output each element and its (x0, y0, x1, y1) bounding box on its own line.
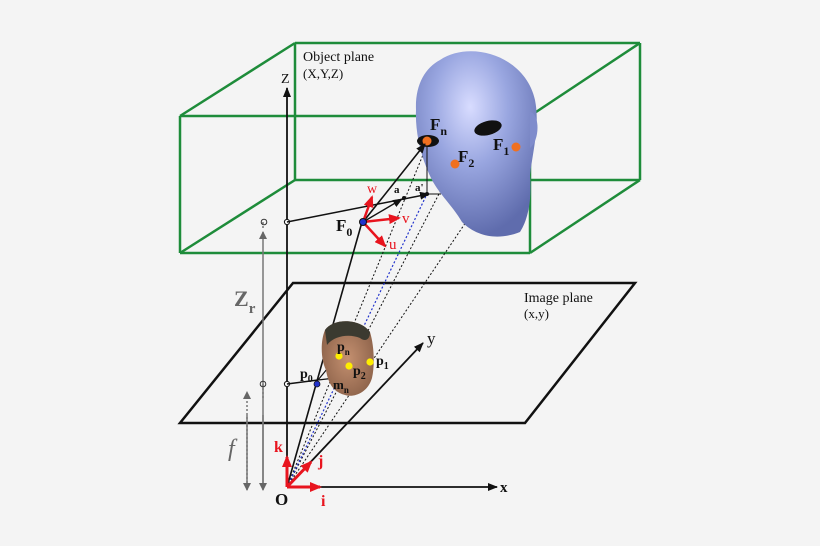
object-plane-title: Object plane (303, 50, 374, 65)
y-axis-label: y (427, 329, 436, 348)
feature-point-F2 (450, 159, 460, 169)
F0-to-Fn-vector (362, 143, 426, 223)
image-plane-coords: (x,y) (524, 306, 549, 321)
vector-v (362, 214, 401, 225)
image-point-pn (335, 352, 343, 360)
image-point-p1 (366, 358, 374, 366)
label-F2: F2 (458, 147, 474, 170)
origin-label: O (275, 490, 288, 509)
x-axis-label: x (500, 480, 508, 496)
zr-label: Zr (234, 286, 256, 317)
F0-point (359, 218, 367, 226)
vector-u (362, 221, 387, 248)
label-mn: mn (333, 377, 349, 395)
image-point-p0 (313, 380, 321, 388)
label-pn: pn (337, 340, 350, 357)
focal-length-label: f (228, 436, 238, 462)
label-p0: p0 (300, 367, 313, 385)
label-v: v (402, 211, 410, 227)
face-image (321, 321, 374, 396)
label-F1: F1 (493, 135, 509, 158)
label-p2: p2 (353, 364, 366, 382)
vector-a (362, 198, 403, 223)
z-axis-label: Z (281, 72, 290, 87)
label-F0: F0 (336, 216, 352, 239)
label-Fn: Fn (430, 115, 447, 138)
feature-point-F1 (511, 142, 521, 152)
vector-w (361, 195, 374, 223)
label-u: u (389, 237, 397, 253)
label-k: k (274, 439, 283, 456)
label-p1: p1 (376, 354, 389, 372)
image-plane (177, 281, 638, 425)
image-plane-title: Image plane (524, 291, 593, 306)
feature-point-Fn (422, 136, 432, 146)
label-a: a (394, 184, 400, 196)
object-plane-box (178, 41, 642, 255)
label-j: j (317, 453, 323, 470)
label-w: w (367, 182, 378, 197)
unit-vector-j (285, 460, 313, 489)
label-a-prime: a' (415, 182, 424, 194)
image-point-p2 (345, 362, 353, 370)
focal-length-measure (243, 391, 267, 491)
object-plane-coords: (X,Y,Z) (303, 66, 343, 81)
z-to-p0-line (286, 379, 319, 385)
label-i: i (321, 493, 326, 510)
